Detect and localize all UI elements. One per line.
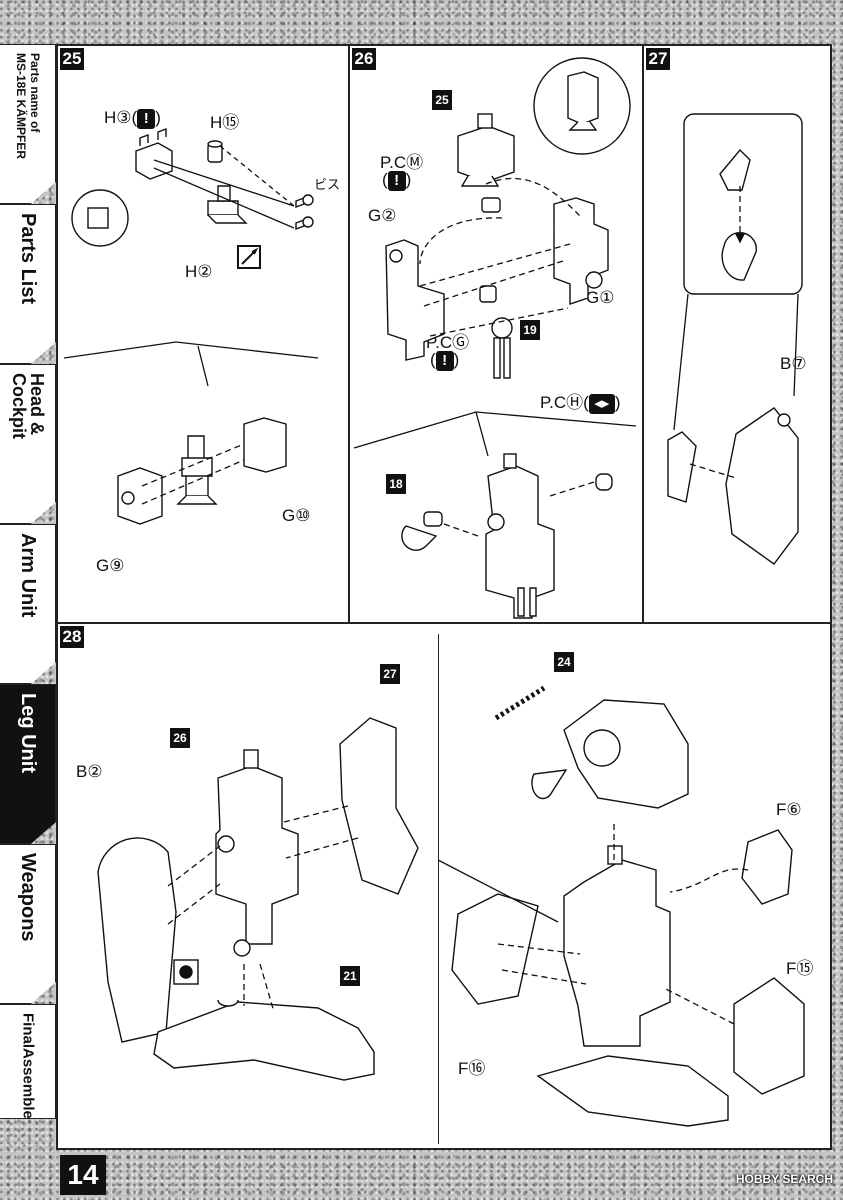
part-label-g1: G①: [586, 288, 615, 307]
part-label-f15: F⑮: [786, 959, 814, 978]
tab-final-assemble[interactable]: FinalAssemble: [0, 1004, 56, 1119]
part-callout-27: 27: [380, 664, 400, 684]
part-label-g9: G⑨: [96, 556, 125, 575]
warning-icon: !: [137, 109, 156, 129]
tab-head-cockpit[interactable]: Head & Cockpit: [0, 364, 56, 524]
tab-leg-unit[interactable]: Leg Unit: [0, 684, 56, 844]
tab-parts-list[interactable]: Parts List: [0, 204, 56, 364]
part-label-b2: B②: [76, 762, 103, 781]
step-number: 27: [646, 48, 670, 70]
warning-icon: !: [387, 171, 406, 191]
part-label-h2: H②: [185, 262, 213, 281]
tab-parts-name-label: Parts name of MS-18E KÄMPFER: [13, 53, 42, 160]
warning-icon: !: [435, 351, 454, 371]
part-label-h15: H⑮: [210, 113, 240, 132]
part-label-g10: G⑩: [282, 506, 311, 525]
tab-arm-unit-label: Arm Unit: [16, 533, 39, 618]
part-label-g2: G②: [368, 206, 397, 225]
screw-label: ビス: [314, 177, 341, 192]
tab-head-cockpit-label: Head & Cockpit: [8, 373, 47, 440]
part-label-f16: F⑯: [458, 1059, 486, 1078]
divider: [438, 634, 439, 1144]
part-label-b7: B⑦: [780, 354, 807, 373]
part-label-h3: H③(!): [104, 108, 161, 129]
tab-arm-unit[interactable]: Arm Unit: [0, 524, 56, 684]
part-label-pch: P.CⒽ(◂▸): [540, 393, 621, 414]
part-callout-18: 18: [386, 474, 406, 494]
step-25-drawing: [63, 127, 319, 525]
part-label-pcg: P.CⒼ: [426, 333, 470, 352]
tab-parts-name[interactable]: Parts name of MS-18E KÄMPFER: [0, 44, 56, 204]
step-26-panel: 26 25 P.CⓂ (!) G② G① 19 P.CⒼ (!) P.CⒽ(◂▸…: [350, 46, 642, 622]
part-callout-24: 24: [554, 652, 574, 672]
tab-weapons-label: Weapons: [16, 853, 39, 942]
part-label-pcm: P.CⓂ: [380, 153, 424, 172]
part-callout-26: 26: [170, 728, 190, 748]
divider: [58, 622, 832, 624]
tab-leg-unit-label: Leg Unit: [16, 693, 39, 773]
step-number: 26: [352, 48, 376, 70]
divider: [348, 46, 350, 622]
instruction-frame: 25 H③(!) H⑮ ビス H② G⑩ G⑨: [56, 44, 832, 1150]
step-25-panel: 25 H③(!) H⑮ ビス H② G⑩ G⑨: [58, 46, 348, 622]
part-callout-21: 21: [340, 966, 360, 986]
step-28-drawing: [97, 685, 805, 1127]
step-28-panel: 28 27 26 B② 21 24 F⑥ F⑮ F⑯: [58, 624, 832, 1150]
part-callout-25: 25: [432, 90, 452, 110]
section-sidebar: Parts name of MS-18E KÄMPFER Parts List …: [0, 44, 56, 1119]
step-number: 25: [60, 48, 84, 70]
step-27-drawing: [667, 113, 803, 565]
peg-direction-icon: ◂▸: [588, 394, 615, 414]
tab-final-assemble-label: FinalAssemble: [19, 1013, 36, 1119]
warn-pcm: (!): [382, 170, 412, 191]
step-27-panel: 27 D⑤ A④ B⑦: [644, 46, 832, 622]
step-number: 28: [60, 626, 84, 648]
page-number: 14: [60, 1155, 106, 1195]
step-26-drawing: [353, 57, 637, 619]
part-callout-19: 19: [520, 320, 540, 340]
divider: [642, 46, 644, 622]
tab-parts-list-label: Parts List: [16, 213, 39, 305]
warn-pcg: (!): [430, 350, 460, 371]
part-label-f6: F⑥: [776, 800, 802, 819]
tab-weapons[interactable]: Weapons: [0, 844, 56, 1004]
watermark-text: HOBBY SEARCH: [735, 1172, 833, 1186]
